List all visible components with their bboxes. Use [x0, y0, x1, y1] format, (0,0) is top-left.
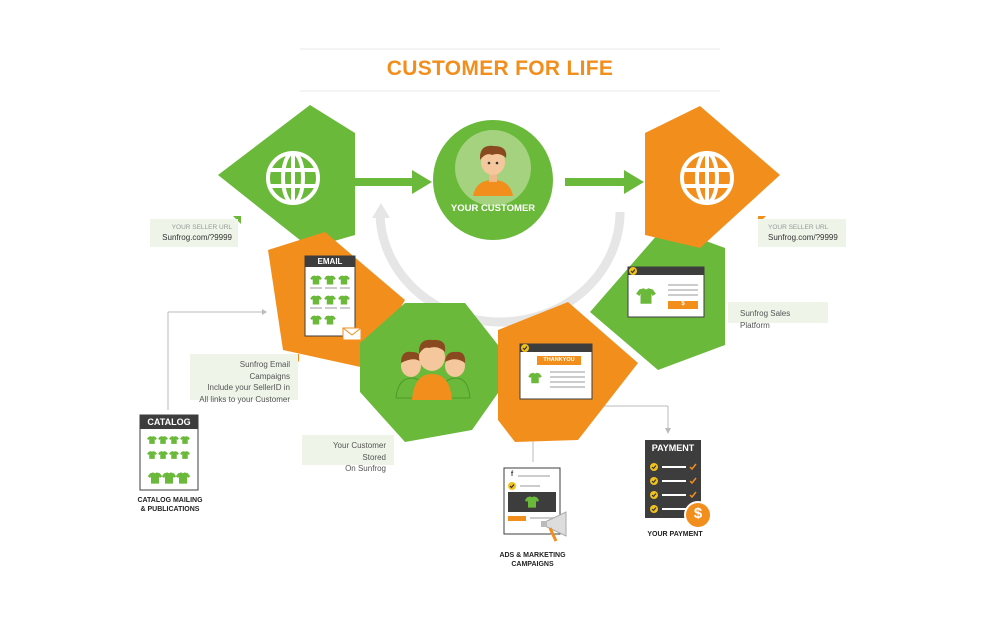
center-customer-label: YOUR CUSTOMER: [450, 203, 536, 214]
email-catalog-icon: [304, 255, 356, 337]
arrow-center-to-right: [565, 170, 644, 194]
thankyou-page-icon: [519, 343, 593, 400]
payment-dollar-badge: $: [693, 505, 703, 522]
ads-icon: [503, 467, 567, 542]
arrow-left-to-center: [355, 170, 432, 194]
seller-url-value: Sunfrog.com/?9999: [162, 233, 232, 242]
envelope-icon: [342, 327, 362, 341]
ads-caption: ADS & MARKETING CAMPAIGNS: [485, 551, 580, 569]
thankyou-banner-text: THANKYOU: [543, 357, 575, 363]
catalog-caption-line-1: CATALOG MAILING: [137, 497, 203, 504]
catalog-caption: CATALOG MAILING & PUBLICATIONS: [125, 496, 215, 514]
catalog-caption-line-2: & PUBLICATIONS: [140, 506, 200, 513]
sales-platform-note: Sunfrog Sales Platform: [728, 302, 828, 330]
email-panel-title: EMAIL: [317, 257, 343, 266]
customers-node: [360, 303, 498, 442]
sales-platform-price-button: $: [681, 301, 685, 307]
return-arc-arrowhead: [372, 203, 390, 218]
catalog-icon: [139, 414, 199, 491]
seller-url-note-right: YOUR SELLER URL Sunfrog.com/?9999: [758, 219, 846, 247]
seller-url-right-node: [645, 106, 780, 248]
customer-avatar-icon: [473, 145, 513, 196]
seller-url-value: Sunfrog.com/?9999: [768, 233, 838, 242]
connector-lines: [167, 309, 671, 462]
email-note-line-1: Sunfrog Email Campaigns: [239, 360, 290, 381]
email-campaigns-note: Sunfrog Email Campaigns Include your Sel…: [190, 354, 298, 404]
store-page-icon: [627, 266, 705, 318]
seller-url-caption: YOUR SELLER URL: [768, 224, 829, 231]
payment-icon: [645, 440, 712, 529]
seller-url-note-left: YOUR SELLER URL Sunfrog.com/?9999: [150, 219, 238, 247]
ads-facebook-logo: f: [510, 471, 514, 478]
seller-url-left-node: [218, 105, 355, 248]
seller-url-caption: YOUR SELLER URL: [171, 224, 232, 231]
catalog-panel-title: CATALOG: [147, 417, 191, 427]
customer-stored-line-2: On Sunfrog: [345, 464, 386, 473]
payment-panel-title: PAYMENT: [651, 443, 695, 453]
ads-caption-line-1: ADS & MARKETING: [499, 552, 566, 559]
customer-stored-line-1: Your Customer Stored: [332, 441, 386, 462]
customer-stored-note: Your Customer Stored On Sunfrog: [302, 435, 394, 473]
customer-group-icon: [395, 339, 471, 400]
payment-caption: YOUR PAYMENT: [647, 531, 703, 538]
email-note-line-2: Include your SellerID in: [207, 383, 290, 392]
email-note-line-3: All links to your Customer: [199, 394, 290, 404]
sales-platform-label: Sunfrog Sales Platform: [740, 309, 791, 330]
return-arc: [375, 211, 625, 327]
ads-caption-line-2: CAMPAIGNS: [511, 561, 554, 568]
page-title: CUSTOMER FOR LIFE: [386, 57, 614, 80]
